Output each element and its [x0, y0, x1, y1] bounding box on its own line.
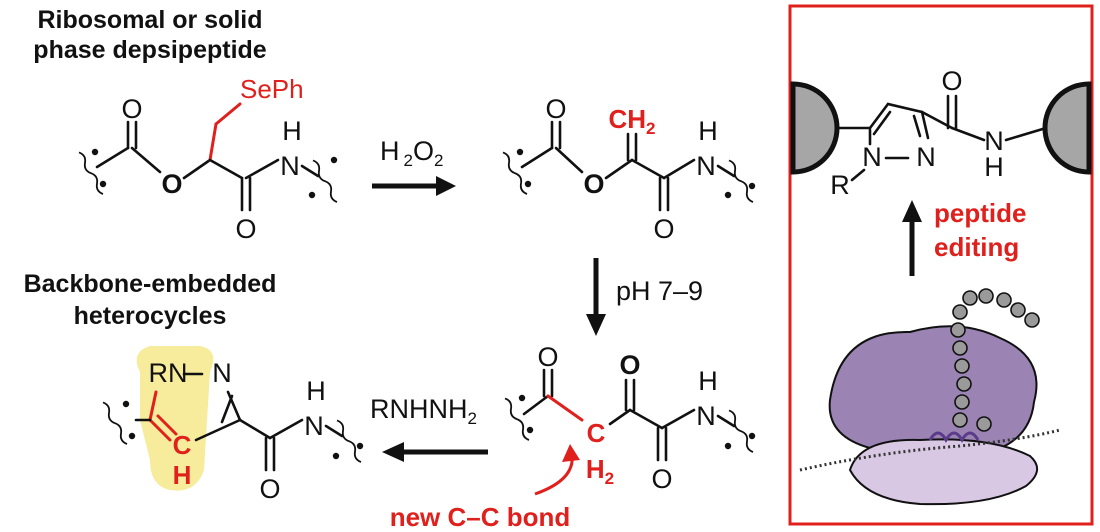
ring-n: N: [212, 358, 232, 388]
ph-label: pH 7–9: [616, 276, 703, 306]
wavy-bond-icon: [312, 159, 338, 203]
arrowhead-icon: [562, 444, 580, 462]
editing-label-2: editing: [934, 232, 1019, 262]
arrowhead-icon: [586, 314, 606, 336]
resin-bead-icon: [790, 81, 840, 175]
radical-dot: [99, 180, 107, 188]
wavy-bond-icon: [728, 159, 754, 203]
wavy-bond-icon: [502, 151, 528, 195]
atom-o: O: [121, 94, 142, 124]
wavy-bond-icon: [728, 409, 754, 453]
ester-oxygen: O: [161, 169, 182, 199]
start-title-line1: Ribosomal or solid: [37, 6, 262, 34]
wavy-bond-icon: [336, 419, 362, 463]
wavy-bond-icon: [102, 401, 128, 445]
ring-rn: RN: [149, 358, 188, 388]
radical-dot: [330, 156, 338, 164]
seph-label: SePh: [240, 74, 304, 104]
svg-text:N: N: [304, 411, 324, 441]
wavy-bond-icon: [504, 397, 530, 441]
methylene-label: CH2: [608, 104, 655, 138]
svg-text:N: N: [696, 401, 716, 431]
dehydroalanine-ester-structure: O O CH2 O H N: [502, 94, 756, 244]
resin-bead-icon: [1042, 81, 1092, 175]
arrowhead-icon: [436, 176, 456, 196]
svg-text:O: O: [653, 214, 674, 244]
methylene-h2: H2: [586, 454, 614, 488]
svg-text:N: N: [916, 142, 936, 172]
svg-text:H: H: [984, 152, 1004, 182]
svg-text:N: N: [696, 151, 716, 181]
start-title-line2: phase depsipeptide: [33, 36, 266, 64]
arrowhead-icon: [382, 442, 404, 462]
new-bond-label: new C–C bond: [390, 502, 571, 532]
depsipeptide-structure: O O SePh O H N: [78, 74, 338, 244]
svg-text:H: H: [698, 116, 718, 146]
methylene-carbon: C: [587, 418, 606, 448]
atom-n: N: [280, 151, 300, 181]
ribosome-small-subunit: [848, 438, 1038, 506]
radical-dot: [308, 191, 316, 199]
resin-pyrazole-structure: N N R O N H: [790, 66, 1092, 200]
pyrazole-highlight: [136, 346, 214, 491]
arrowhead-icon: [902, 200, 922, 222]
svg-text:O: O: [651, 464, 672, 494]
ketone-oxygen: O: [619, 350, 640, 380]
r-group: R: [830, 170, 850, 200]
svg-text:O: O: [259, 474, 280, 504]
peptide-editing-panel: [788, 4, 1094, 526]
wavy-bond-icon: [78, 151, 104, 195]
diketo-structure: O C H2 O O H N: [504, 342, 756, 494]
trna-icon: [928, 431, 980, 444]
svg-text:N: N: [862, 142, 882, 172]
product-title-line1: Backbone-embedded: [24, 270, 277, 298]
ring-ch-h: H: [173, 460, 192, 490]
mrna-strand: [799, 428, 1061, 472]
atom-h: H: [282, 116, 302, 146]
svg-text:O: O: [583, 169, 604, 199]
ring-ch-c: C: [173, 430, 192, 460]
ribosome-illustration: [799, 288, 1061, 506]
radical-dot: [91, 148, 99, 156]
atom-o: O: [235, 214, 256, 244]
hydrazine-label: RNHNH2: [370, 394, 477, 428]
pyrazole-product-structure: RN N C H O H N: [102, 346, 364, 504]
svg-text:N: N: [984, 126, 1004, 156]
product-title-line2: heterocycles: [74, 302, 227, 330]
nascent-peptide-chain: [950, 288, 1040, 432]
svg-text:H: H: [306, 376, 326, 406]
svg-text:O: O: [545, 94, 566, 124]
editing-label-1: peptide: [934, 198, 1026, 228]
svg-text:H: H: [698, 366, 718, 396]
svg-text:O: O: [941, 66, 962, 96]
svg-text:O: O: [537, 342, 558, 372]
